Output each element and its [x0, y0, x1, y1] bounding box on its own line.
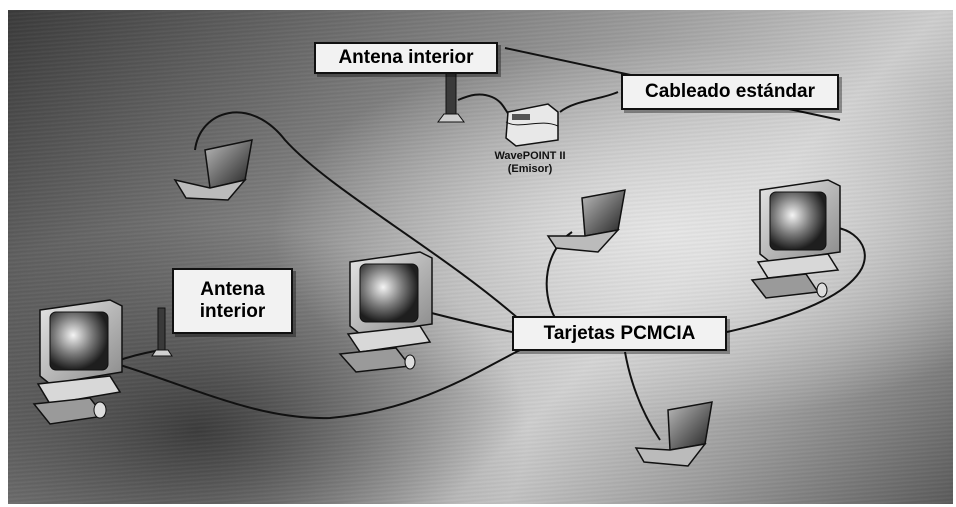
desktop-computer-icon — [750, 179, 841, 299]
desktop-computer-icon — [32, 299, 123, 425]
cable-wavepoint-wire — [457, 93, 513, 119]
antenna-icon — [151, 307, 173, 357]
cable-desktop-right — [726, 226, 866, 333]
cable-desktop-center — [419, 309, 513, 333]
label-antena-interior-left: Antena interior — [172, 268, 293, 334]
label-tarjetas-pcmcia: Tarjetas PCMCIA — [512, 316, 727, 351]
access-point-icon — [505, 103, 559, 147]
wavepoint-caption-line2: (Emisor) — [507, 163, 553, 175]
label-antena-interior-left-text: Antena interior — [199, 279, 266, 322]
desktop-computer-icon — [338, 251, 433, 373]
laptop-icon — [546, 189, 626, 253]
laptop-icon — [634, 401, 713, 467]
cable-wavepoint-standard — [559, 91, 619, 113]
wavepoint-caption-line1: WavePOINT II — [494, 150, 566, 162]
label-antena-interior-top: Antena interior — [314, 42, 498, 74]
label-cableado-estandar: Cableado estándar — [621, 74, 839, 110]
antenna-icon — [437, 67, 465, 123]
laptop-icon — [173, 139, 253, 201]
cable-desktop-left — [119, 349, 521, 420]
wavepoint-caption: WavePOINT II (Emisor) — [470, 150, 590, 176]
cable-laptop-top-left — [194, 111, 521, 321]
cable-laptop-bottom — [624, 351, 661, 441]
